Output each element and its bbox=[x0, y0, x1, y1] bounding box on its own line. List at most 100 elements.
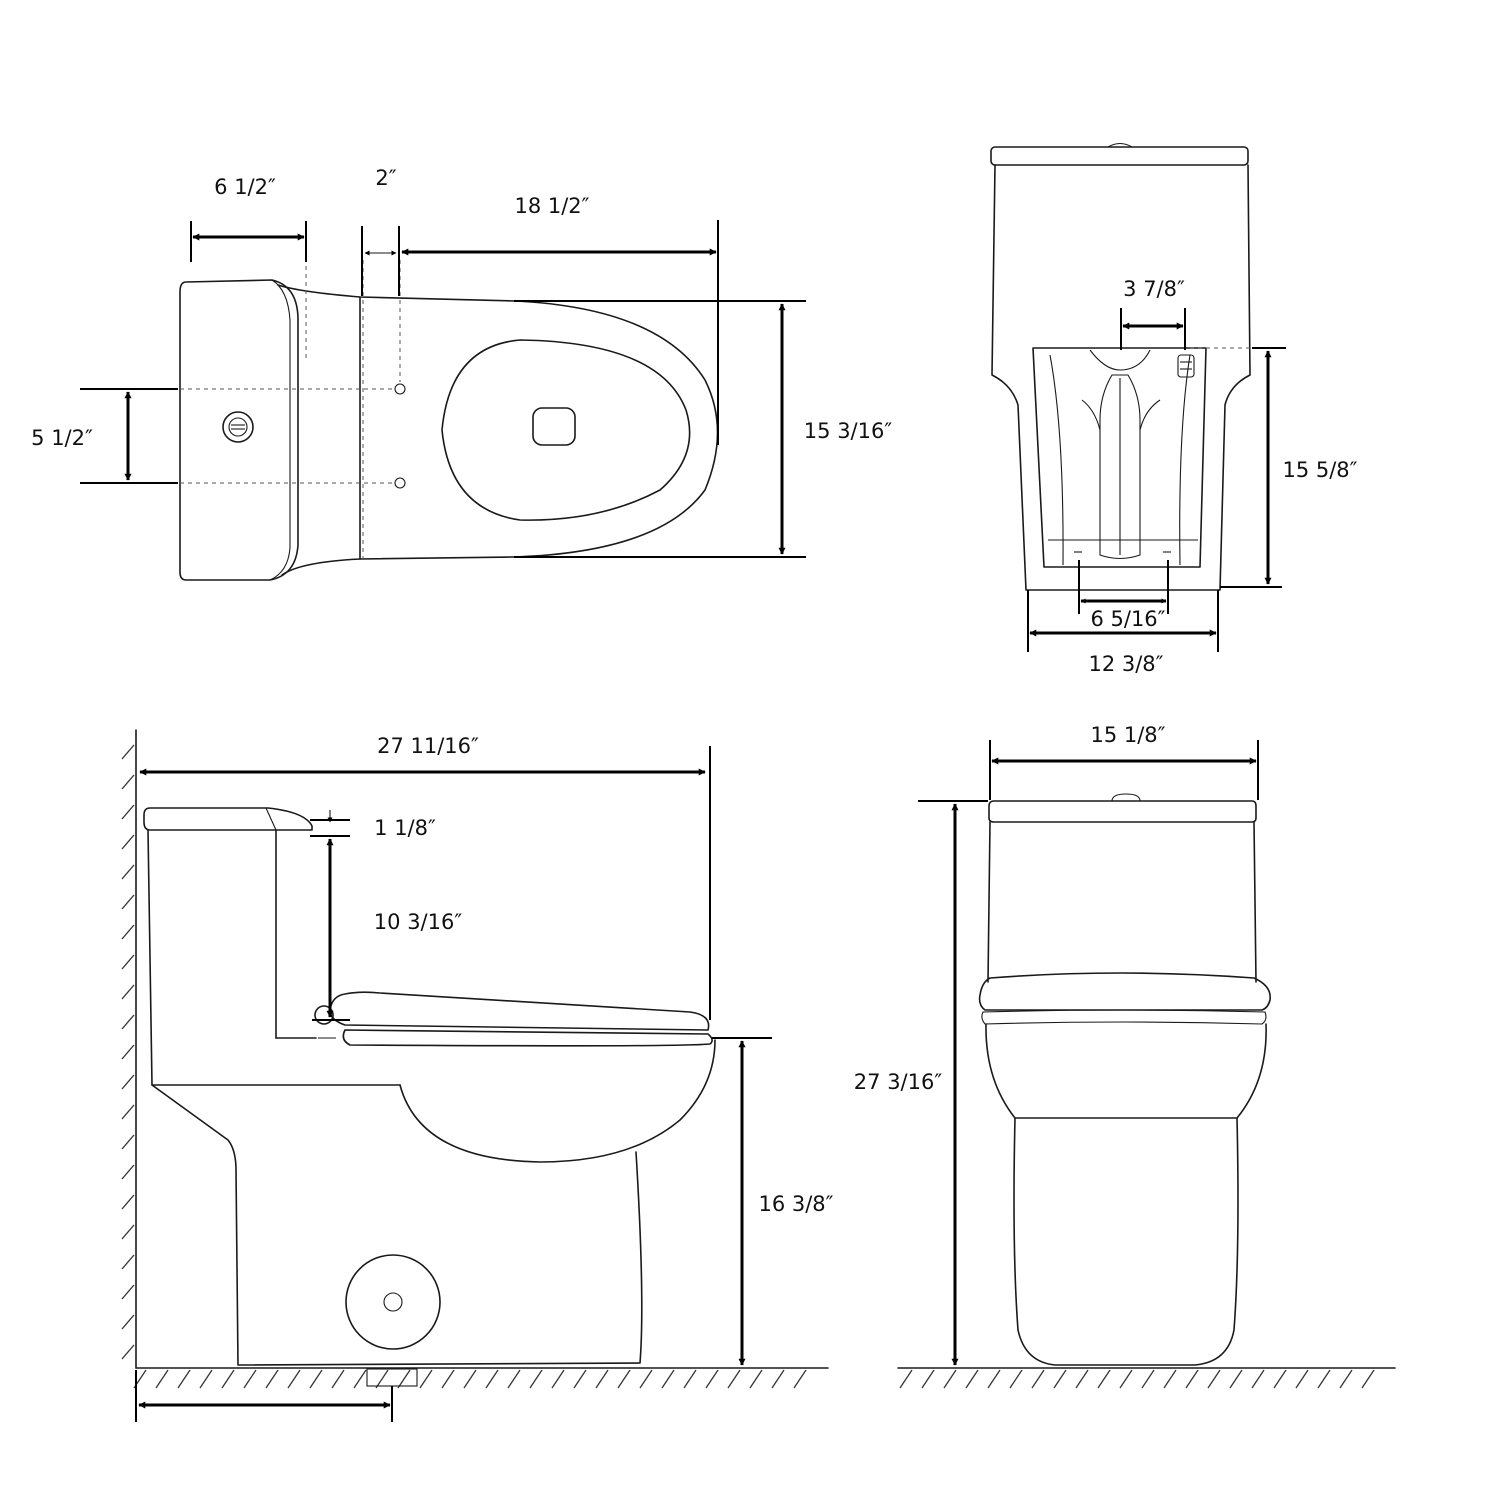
hatch-stroke bbox=[353, 1369, 367, 1389]
supply-fitting-icon bbox=[1177, 354, 1195, 378]
dim-label-overall-length: 27 11/16″ bbox=[377, 734, 479, 758]
dim-label-tank-width: 15 1/8″ bbox=[1090, 723, 1165, 747]
side-supply-icon bbox=[345, 1254, 441, 1350]
hatch-stroke bbox=[1229, 1369, 1243, 1389]
hatch-stroke bbox=[683, 1369, 697, 1389]
front-view: 15 1/8″ 27 3/16″ bbox=[854, 723, 1396, 1389]
hatch-stroke bbox=[375, 1369, 389, 1389]
hatch-stroke bbox=[199, 1369, 213, 1389]
drain-icon bbox=[532, 407, 576, 446]
hatch-stroke bbox=[1185, 1369, 1199, 1389]
hatch-stroke bbox=[485, 1369, 499, 1389]
hatch-stroke bbox=[121, 1134, 135, 1150]
hatch-stroke bbox=[705, 1369, 719, 1389]
hatch-stroke bbox=[965, 1369, 979, 1389]
rear-view: 3 7/8″ 15 5/8″ 6 5/16″ 12 3/8″ bbox=[990, 142, 1358, 676]
hatch-stroke bbox=[121, 1164, 135, 1180]
hatch-stroke bbox=[987, 1369, 1001, 1389]
hatch-stroke bbox=[121, 894, 135, 910]
hatch-stroke bbox=[1207, 1369, 1221, 1389]
hatch-stroke bbox=[595, 1369, 609, 1389]
hatch-stroke bbox=[1141, 1369, 1155, 1389]
hatch-stroke bbox=[749, 1369, 763, 1389]
side-view-bowl bbox=[399, 1039, 716, 1163]
hatch-stroke bbox=[661, 1369, 675, 1389]
dim-label-supply-offset: 3 7/8″ bbox=[1123, 277, 1185, 301]
hatch-stroke bbox=[265, 1369, 279, 1389]
hatch-stroke bbox=[507, 1369, 521, 1389]
front-view-lid bbox=[988, 800, 1257, 823]
hatch-stroke bbox=[573, 1369, 587, 1389]
dim-label-gap: 2″ bbox=[375, 166, 396, 190]
dim-label-bolt-spacing: 5 1/2″ bbox=[31, 426, 93, 450]
hatch-stroke bbox=[1317, 1369, 1331, 1389]
hatch-stroke bbox=[121, 1044, 135, 1060]
side-view-lid bbox=[143, 807, 313, 831]
front-view-bowl bbox=[985, 1023, 1267, 1119]
hatch-stroke bbox=[121, 864, 135, 880]
hatch-stroke bbox=[121, 954, 135, 970]
floor-hatch bbox=[899, 1369, 1375, 1389]
hatch-stroke bbox=[899, 1369, 913, 1389]
wall-hatch bbox=[121, 744, 135, 1360]
hatch-stroke bbox=[727, 1369, 741, 1389]
top-view-body bbox=[277, 284, 719, 576]
dim-label-base-height: 15 5/8″ bbox=[1282, 458, 1357, 482]
dim-label-overall-width: 15 3/16″ bbox=[804, 419, 893, 443]
hatch-stroke bbox=[1163, 1369, 1177, 1389]
hatch-stroke bbox=[121, 924, 135, 940]
hatch-stroke bbox=[121, 984, 135, 1000]
front-view-tank bbox=[987, 821, 1257, 983]
hatch-stroke bbox=[1009, 1369, 1023, 1389]
hatch-stroke bbox=[309, 1369, 323, 1389]
rear-view-lid bbox=[990, 146, 1249, 166]
hatch-stroke bbox=[121, 1224, 135, 1240]
hatch-stroke bbox=[1097, 1369, 1111, 1389]
rear-view-body bbox=[991, 164, 1251, 591]
front-view-seat bbox=[978, 972, 1271, 1011]
hatch-stroke bbox=[121, 1104, 135, 1120]
rear-view-cavity bbox=[1032, 347, 1207, 568]
dim-label-overall-height: 27 3/16″ bbox=[854, 1070, 943, 1094]
hatch-stroke bbox=[529, 1369, 543, 1389]
hatch-stroke bbox=[121, 1194, 135, 1210]
top-view-seat bbox=[441, 339, 691, 521]
hatch-stroke bbox=[441, 1369, 455, 1389]
hatch-stroke bbox=[1295, 1369, 1309, 1389]
bolt-hole-icon bbox=[394, 383, 406, 395]
hatch-stroke bbox=[1075, 1369, 1089, 1389]
hatch-stroke bbox=[639, 1369, 653, 1389]
hatch-stroke bbox=[121, 804, 135, 820]
hatch-stroke bbox=[177, 1369, 191, 1389]
hatch-stroke bbox=[121, 1014, 135, 1030]
hatch-stroke bbox=[121, 834, 135, 850]
hatch-stroke bbox=[287, 1369, 301, 1389]
top-view: 6 1/2″ 2″ 18 1/2″ 5 1/2″ 15 3/16″ bbox=[31, 166, 893, 581]
hatch-stroke bbox=[419, 1369, 433, 1389]
hatch-stroke bbox=[121, 1254, 135, 1270]
hatch-stroke bbox=[943, 1369, 957, 1389]
hatch-stroke bbox=[463, 1369, 477, 1389]
hatch-stroke bbox=[1361, 1369, 1375, 1389]
top-view-tank bbox=[179, 279, 299, 581]
hatch-stroke bbox=[1273, 1369, 1287, 1389]
side-view-seat bbox=[329, 991, 710, 1031]
side-view: 27 11/16″ 1 1/8″ 10 3/16″ 16 3/8″ bbox=[121, 729, 834, 1422]
dim-label-tank-height: 10 3/16″ bbox=[374, 910, 463, 934]
hatch-stroke bbox=[121, 1074, 135, 1090]
hatch-stroke bbox=[1053, 1369, 1067, 1389]
hatch-stroke bbox=[617, 1369, 631, 1389]
floor-hatch bbox=[133, 1369, 807, 1389]
hatch-stroke bbox=[921, 1369, 935, 1389]
hatch-stroke bbox=[121, 1314, 135, 1330]
bolt-hole-icon bbox=[394, 477, 406, 489]
dim-label-bolt-width: 6 5/16″ bbox=[1090, 607, 1165, 631]
side-view-body bbox=[147, 829, 643, 1366]
front-view-pedestal bbox=[1013, 1117, 1239, 1366]
hatch-stroke bbox=[1339, 1369, 1353, 1389]
hatch-stroke bbox=[121, 774, 135, 790]
hatch-stroke bbox=[331, 1369, 345, 1389]
dim-label-base-width: 12 3/8″ bbox=[1088, 652, 1163, 676]
supply-valve-icon bbox=[222, 411, 254, 443]
